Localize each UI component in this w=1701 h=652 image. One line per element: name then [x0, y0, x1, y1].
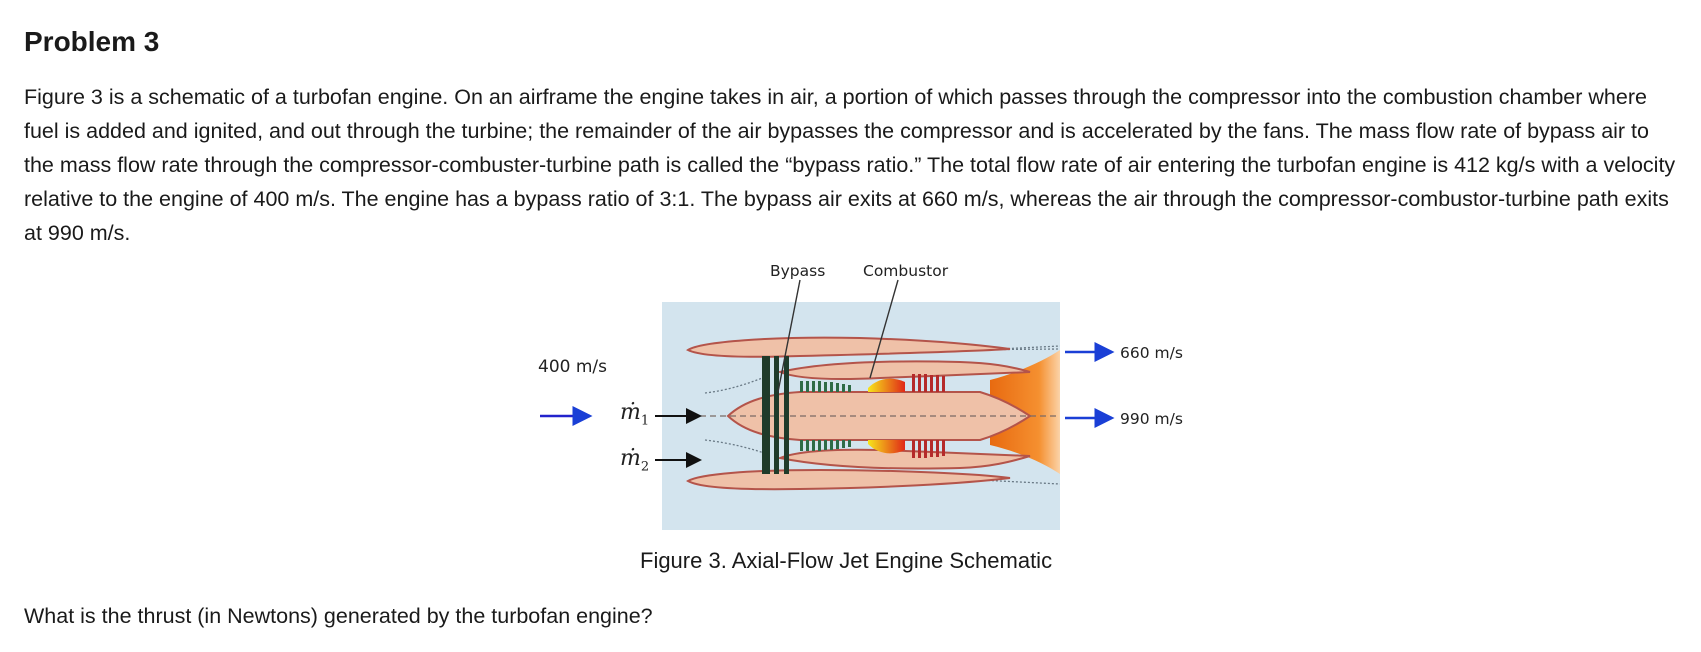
core-cowl-top — [776, 360, 1031, 381]
fan-blades — [762, 356, 789, 474]
bypass-label: Bypass — [770, 262, 826, 280]
compressor-blades-top — [800, 381, 851, 392]
problem-question: What is the thrust (in Newtons) generate… — [24, 604, 653, 628]
combustor-flame-bottom — [868, 440, 905, 454]
figure-caption: Figure 3. Axial-Flow Jet Engine Schemati… — [640, 548, 1053, 573]
turbine-blades-top — [912, 374, 945, 392]
bypass-leader-line — [777, 279, 801, 393]
combustor-label: Combustor — [863, 262, 949, 280]
combustor-leader-line — [869, 279, 899, 379]
problem-title: Problem 3 — [24, 26, 160, 57]
core-cowl-bottom — [776, 448, 1031, 470]
core-exit-velocity-label: 990 m/s — [1120, 410, 1183, 428]
engine-figure: Bypass Combustor 400 m/s 660 m/s 990 m/s… — [538, 262, 1183, 573]
m2-symbol: ṁ2 — [620, 446, 650, 475]
nacelle-top — [686, 336, 1011, 358]
engine-schematic — [540, 279, 1115, 530]
problem-description: Figure 3 is a schematic of a turbofan en… — [24, 85, 1676, 245]
inlet-velocity-label: 400 m/s — [538, 357, 607, 377]
combustor-flame-top — [868, 378, 905, 392]
compressor-blades-bottom — [800, 440, 851, 451]
m1-symbol: ṁ1 — [620, 400, 650, 429]
nacelle-bottom — [686, 468, 1011, 491]
turbine-blades-bottom — [912, 440, 945, 458]
bypass-exit-velocity-label: 660 m/s — [1120, 344, 1183, 362]
